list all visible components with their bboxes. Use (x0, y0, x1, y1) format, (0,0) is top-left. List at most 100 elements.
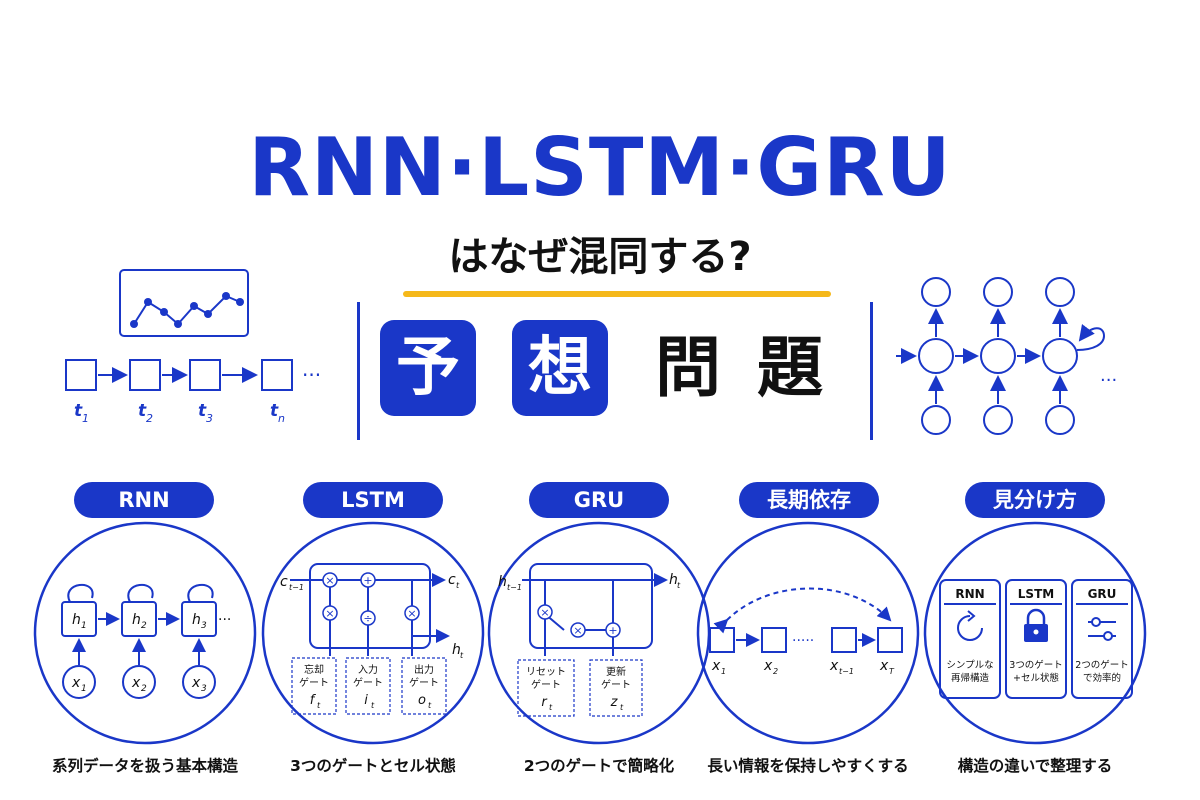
lstm-gate-sub: t (371, 701, 375, 710)
compare-card-line1: 3つのゲート (1009, 659, 1063, 671)
hidden-node (1042, 338, 1078, 374)
lock-icon (1024, 608, 1048, 642)
rnn-hidden-sub: 3 (201, 621, 207, 631)
time-sub: 3 (206, 412, 213, 425)
lstm-op-node (360, 610, 376, 626)
compare-card-line1: 2つのゲート (1075, 659, 1129, 671)
gru-gate-box (517, 659, 575, 717)
rnn-input-node (122, 665, 156, 699)
output-node (983, 277, 1013, 307)
gru-circle (487, 521, 711, 745)
plain-char-2: 題 (757, 329, 823, 406)
gru-gate-line2: ゲート (601, 679, 631, 691)
time-step-box (189, 359, 221, 391)
gru-gate-symbol: z (610, 695, 619, 710)
compare-card-line2: +セル状態 (1013, 672, 1059, 684)
compare-card-line2: 再帰構造 (951, 672, 990, 684)
gru-op-node (537, 604, 553, 620)
lstm-c-prev-sub: t−1 (289, 583, 304, 592)
lstm-gate-symbol: f (310, 693, 317, 708)
recurrent-network-diagram: ··· (896, 277, 1117, 435)
long-term-node (877, 627, 903, 653)
rnn-input-node (62, 665, 96, 699)
svg-text:×: × (573, 624, 582, 637)
section-pill-lstm: LSTM (303, 482, 443, 518)
page-subtitle: はなぜ混同する? (448, 234, 752, 280)
rnn-ellipsis: ··· (218, 612, 231, 628)
rnn-circle (33, 521, 257, 745)
lstm-op-node (360, 572, 376, 588)
output-node (1045, 277, 1075, 307)
divider-right (870, 302, 873, 440)
compare-card-line1: シンプルな (946, 660, 993, 671)
output-node (921, 277, 951, 307)
caption-gru: 2つのゲートで簡略化 (523, 757, 675, 775)
long-term-label: x (711, 658, 721, 674)
lstm-gate-line2: ゲート (299, 677, 329, 689)
long-term-node (761, 627, 787, 653)
gru-gate-sub: t (549, 703, 553, 712)
rnn-hidden-box (121, 601, 157, 637)
gru-gate-box (589, 659, 643, 717)
rnn-input-node (182, 665, 216, 699)
long-dependency-arc (713, 587, 892, 634)
long-term-sub: 2 (773, 667, 778, 676)
plain-char-1: 問 (655, 329, 721, 406)
rnn-hidden-label: h (72, 612, 81, 628)
time-step-box (261, 359, 293, 391)
lstm-gate-line2: ゲート (353, 677, 383, 689)
series-ellipsis: ··· (302, 363, 321, 387)
long-term-label: x (763, 658, 773, 674)
lstm-op-node (322, 605, 338, 621)
long-term-label: x (829, 658, 839, 674)
gru-h-next-sub: t (677, 581, 681, 590)
lstm-gate-symbol: o (418, 693, 426, 708)
lstm-gate-box (401, 657, 447, 715)
rnn-hidden-box (61, 601, 97, 637)
mini-chart-frame (119, 269, 249, 337)
caption-long-term: 長い情報を保持しやすくする (707, 757, 909, 775)
time-sub: 1 (82, 412, 89, 425)
section-diagrams: h h h x x x 1 2 3 1 2 3 ··· ×+ ×÷× c t−1… (33, 521, 1147, 745)
rnn-self-loop (67, 584, 94, 603)
lstm-op-node (404, 605, 420, 621)
time-label: t (74, 401, 83, 421)
lstm-gate-box (291, 657, 337, 715)
time-label: t (270, 401, 279, 421)
divider-left (357, 302, 360, 440)
long-term-node (709, 627, 735, 653)
input-node (983, 405, 1013, 435)
time-label: t (138, 401, 147, 421)
compare-card-line2: で効率的 (1083, 672, 1121, 684)
lstm-gate-sub: t (428, 701, 432, 710)
gru-gate-sub: t (620, 703, 624, 712)
section-pill-rnn: RNN (74, 482, 214, 518)
caption-rnn: 系列データを扱う基本構造 (51, 757, 238, 775)
rnn-self-loop (127, 584, 154, 603)
rnn-hidden-label: h (192, 612, 201, 628)
lstm-c-next: c (448, 572, 456, 588)
network-ellipsis: ··· (1100, 370, 1117, 391)
refresh-icon (957, 610, 983, 641)
rnn-input-label: x (131, 675, 141, 691)
gru-cell (529, 563, 653, 649)
sliders-icon (1088, 617, 1116, 641)
long-term-ellipsis: ····· (792, 633, 814, 649)
lstm-h-out: h (452, 642, 461, 658)
rnn-hidden-label: h (132, 612, 141, 628)
distinguish-circle (923, 521, 1147, 745)
caption-lstm: 3つのゲートとセル状態 (290, 757, 456, 775)
time-sub: 2 (146, 412, 153, 425)
rnn-input-sub: 1 (81, 684, 87, 694)
lstm-h-out-sub: t (460, 651, 464, 660)
hidden-node (918, 338, 954, 374)
lstm-op-node (322, 572, 338, 588)
gru-op-node (605, 622, 621, 638)
boxed-char-2: 想 (512, 320, 608, 416)
rnn-hidden-box (181, 601, 217, 637)
input-node (1045, 405, 1075, 435)
gru-h-prev: h (498, 574, 507, 590)
section-pill-long-term: 長期依存 (739, 482, 879, 518)
svg-text:+: + (363, 574, 372, 587)
long-term-sub: T (889, 667, 895, 676)
